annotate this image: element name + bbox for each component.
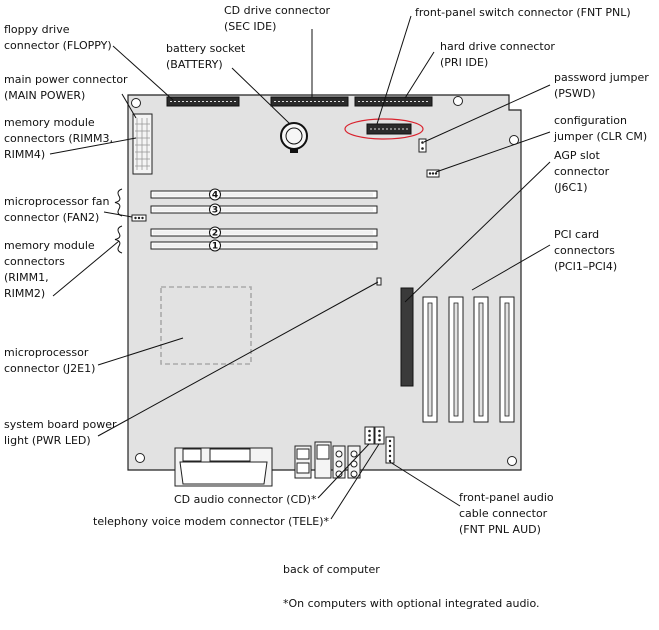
rimm-slot: 4 [150,188,378,201]
mounting-hole [453,96,463,106]
mounting-hole [507,456,517,466]
label-fnt-pnl: front-panel switch connector (FNT PNL) [415,6,631,19]
cd-audio-connector [364,426,375,445]
front-panel-audio-connector [385,436,395,464]
pri-ide-connector [354,96,433,107]
rear-io-connectors [174,441,361,487]
mounting-hole [131,98,141,108]
password-jumper [418,138,427,153]
pci-slot [499,296,515,423]
agp-slot [400,287,414,387]
label-cd-audio: CD audio connector (CD)* [174,493,317,506]
brace-rimm34 [114,188,123,217]
power-led [376,277,382,286]
tele-connector [374,426,385,445]
brace-rimm12 [114,225,123,254]
microprocessor-socket [160,286,252,365]
mounting-hole [135,453,145,463]
label-cd-drive: CD drive connector(SEC IDE) [224,4,331,33]
footnote: *On computers with optional integrated a… [283,597,540,610]
label-tele: telephony voice modem connector (TELE)* [93,515,330,528]
rimm-number: 3 [212,206,218,216]
pci-slot [473,296,489,423]
rimm-slot: 3 [150,203,378,216]
leader-lines [49,15,551,520]
main-power-connector [132,113,153,175]
label-battery: battery socket(BATTERY) [166,42,246,71]
pci-slot [448,296,464,423]
label-hdd: hard drive connector(PRI IDE) [440,40,555,69]
clr-cm-jumper [426,169,440,178]
fan-connector [131,214,147,222]
front-panel-switch-connector [344,118,424,140]
label-pswd: password jumper(PSWD) [554,71,649,100]
rimm-number: 1 [212,242,218,252]
rimm-number: 4 [212,191,218,201]
floppy-connector [166,96,240,107]
battery-socket [280,122,308,153]
back-of-computer-label: back of computer [283,563,380,576]
label-main-power: main power connector(MAIN POWER) [4,73,128,102]
pci-slot [422,296,438,423]
sec-ide-connector [270,96,349,107]
rimm-number: 2 [212,229,218,239]
rimm-slot: 2 [150,226,378,239]
rimm-slot: 1 [150,239,378,252]
